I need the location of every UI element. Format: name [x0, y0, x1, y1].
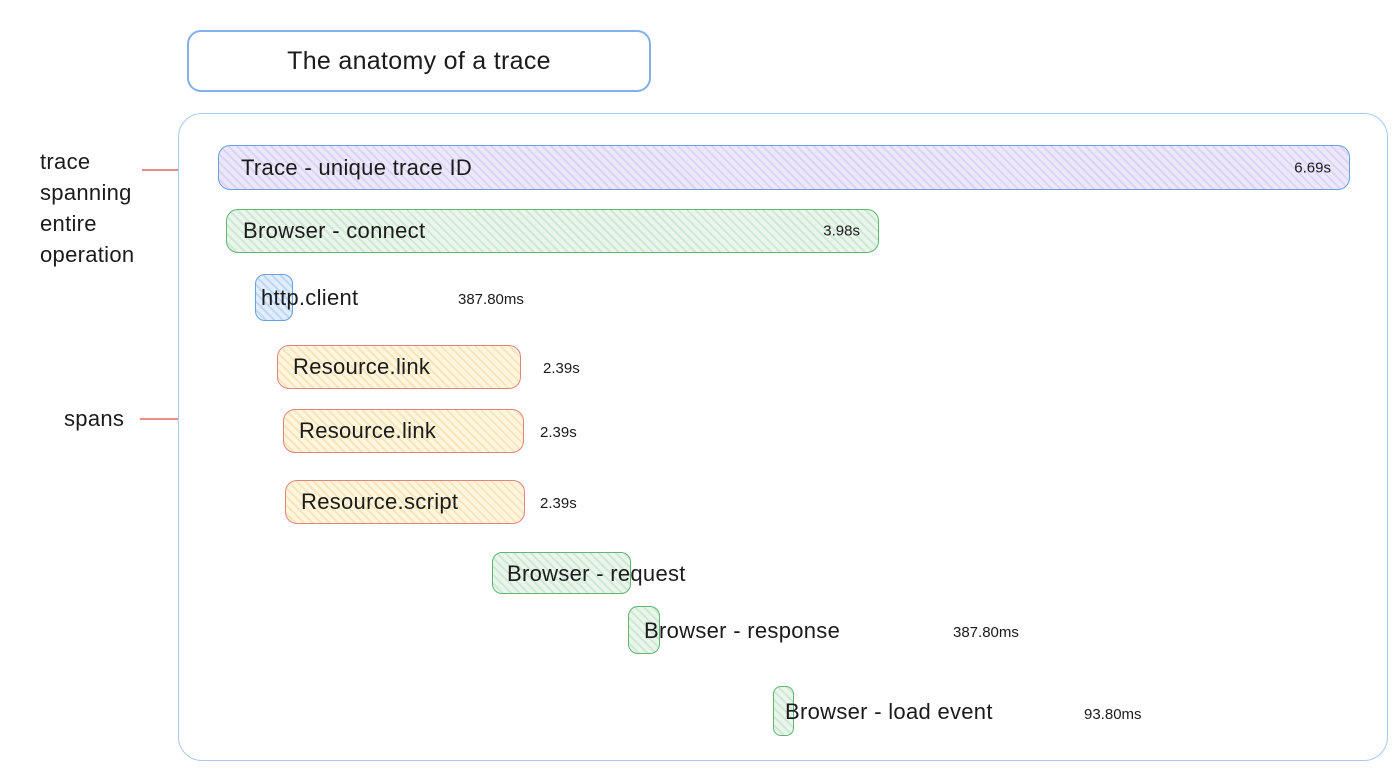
trace-annotation: trace spanning entire operation	[40, 149, 135, 267]
span-bar-browser-connect: Browser - connect 3.98s	[226, 209, 879, 253]
span-duration-resource-link-2: 2.39s	[540, 424, 577, 441]
diagram-title: The anatomy of a trace	[287, 46, 551, 75]
span-bar-browser-request	[492, 552, 631, 594]
span-label-browser-request: Browser - request	[507, 561, 686, 586]
span-duration-browser-response: 387.80ms	[953, 624, 1019, 641]
span-bar-resource-link-1: Resource.link	[277, 345, 521, 389]
trace-bar-label: Trace - unique trace ID	[241, 154, 473, 180]
span-duration-http-client: 387.80ms	[458, 291, 524, 308]
span-label-browser-connect: Browser - connect	[243, 218, 426, 243]
span-duration-resource-script: 2.39s	[540, 495, 577, 512]
span-bar-browser-load-event	[773, 686, 794, 736]
trace-bar-duration: 6.69s	[1294, 159, 1331, 176]
span-bar-browser-response	[628, 606, 660, 654]
diagram-title-box: The anatomy of a trace	[187, 30, 651, 92]
span-label-resource-link-2: Resource.link	[299, 418, 437, 443]
spans-annotation-connector	[140, 418, 210, 420]
span-bar-http-client	[255, 274, 293, 321]
span-label-resource-link-1: Resource.link	[293, 354, 431, 379]
span-duration-browser-load-event: 93.80ms	[1084, 706, 1142, 723]
span-duration-browser-connect: 3.98s	[823, 222, 860, 240]
trace-annotation-connector	[142, 169, 206, 171]
span-label-browser-response: Browser - response	[644, 618, 841, 643]
span-bar-resource-link-2: Resource.link	[283, 409, 524, 453]
trace-bar: Trace - unique trace ID 6.69s	[218, 145, 1350, 190]
span-duration-resource-link-1: 2.39s	[543, 360, 580, 377]
span-bar-resource-script: Resource.script	[285, 480, 525, 524]
span-label-http-client: http.client	[261, 285, 359, 310]
span-label-browser-load-event: Browser - load event	[785, 699, 993, 724]
span-label-resource-script: Resource.script	[301, 489, 459, 514]
spans-annotation: spans	[64, 406, 125, 431]
